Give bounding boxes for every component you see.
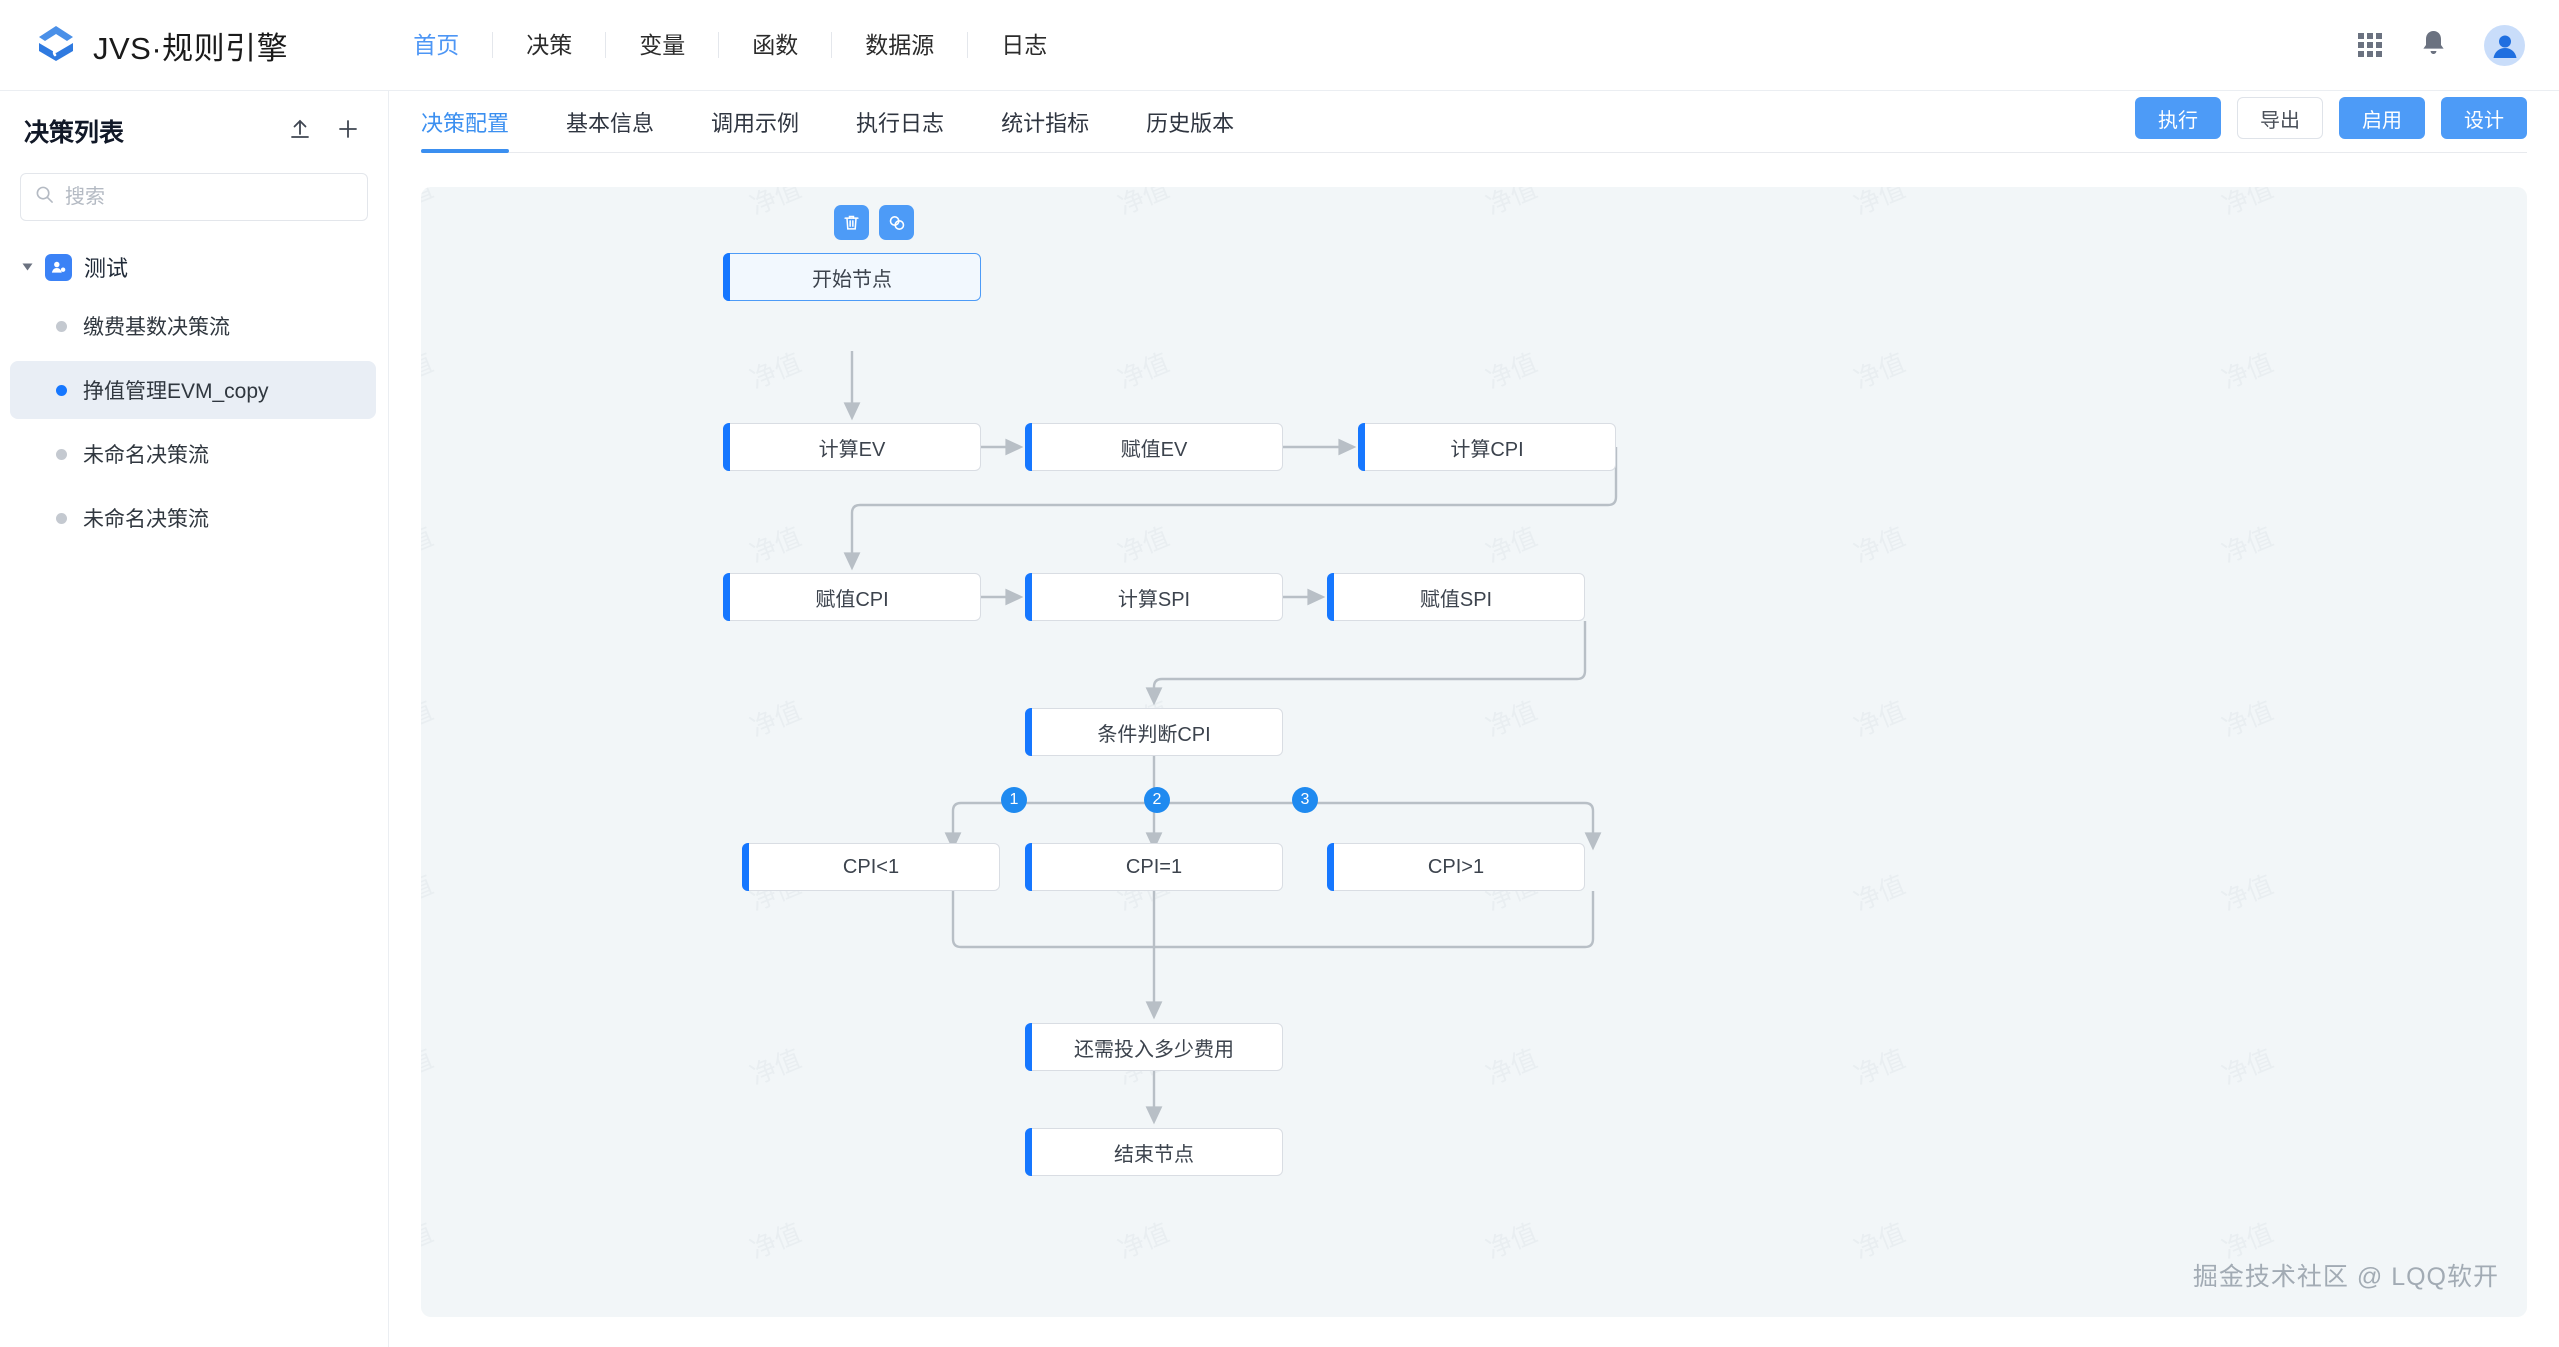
flow-node-end[interactable]: 结束节点 xyxy=(1025,1128,1283,1176)
flow-node-cost[interactable]: 还需投入多少费用 xyxy=(1025,1023,1283,1071)
flow-node-label: 开始节点 xyxy=(812,268,892,291)
node-toolbar xyxy=(834,205,914,240)
branch-badge-2[interactable]: 2 xyxy=(1144,787,1170,813)
header-actions xyxy=(2358,0,2525,91)
list-item[interactable]: 缴费基数决策流 xyxy=(10,297,376,355)
nav-divider xyxy=(831,32,833,58)
list-item-label: 缴费基数决策流 xyxy=(83,316,230,339)
status-dot-icon xyxy=(56,320,67,332)
list-item-label: 未命名决策流 xyxy=(83,508,209,531)
enable-button[interactable]: 启用 xyxy=(2339,97,2425,139)
flow-node-calc_ev[interactable]: 计算EV xyxy=(723,423,981,471)
flow-node-set_cpi[interactable]: 赋值CPI xyxy=(723,573,981,621)
nav-item-log[interactable]: 日志 xyxy=(1001,32,1048,58)
nav-item-decision[interactable]: 决策 xyxy=(526,32,573,58)
sidebar-title: 决策列表 xyxy=(24,119,125,147)
list-item-label: 未命名决策流 xyxy=(83,444,209,467)
nav-item-function[interactable]: 函数 xyxy=(752,32,799,58)
sidebar-header: 决策列表 xyxy=(0,91,388,159)
flow-node-set_spi[interactable]: 赋值SPI xyxy=(1327,573,1585,621)
flow-nodes: 开始节点计算EV 赋值EV 计算CPI 赋值CPI 计算SPI 赋值SPI 条件判断CPI C… xyxy=(421,187,2527,1317)
main-nav: 首页 决策 变量 函数 数据源 日志 xyxy=(380,23,1080,67)
tab-decision-config[interactable]: 决策配置 xyxy=(421,106,510,153)
nav-item-datasource[interactable]: 数据源 xyxy=(865,32,935,58)
brand: JVS·规则引擎 xyxy=(33,22,288,68)
delete-node-button[interactable] xyxy=(834,205,869,240)
flow-node-label: CPI<1 xyxy=(842,855,900,878)
search-icon xyxy=(35,185,54,209)
tab-call-example[interactable]: 调用示例 xyxy=(711,111,800,136)
flow-node-label: CPI>1 xyxy=(1427,855,1485,878)
tree-group-label: 测试 xyxy=(84,256,129,281)
app-header: JVS·规则引擎 首页 决策 变量 函数 数据源 日志 xyxy=(0,0,2559,91)
flow-node-label: CPI=1 xyxy=(1125,855,1183,878)
flow-node-cpi_lt[interactable]: CPI<1 xyxy=(742,843,1000,891)
nav-divider xyxy=(492,32,494,58)
flow-node-cpi_eq[interactable]: CPI=1 xyxy=(1025,843,1283,891)
flow-node-label: 还需投入多少费用 xyxy=(1074,1038,1234,1061)
bell-icon[interactable] xyxy=(2420,29,2447,63)
tabbar: 决策配置 基本信息 调用示例 执行日志 统计指标 历史版本 执行 导出 启用 设… xyxy=(421,91,2527,153)
flow-node-label: 计算CPI xyxy=(1450,438,1524,461)
page-watermark: 掘金技术社区 @ LQQ软开 xyxy=(2192,1263,2499,1291)
list-item[interactable]: 未命名决策流 xyxy=(10,425,376,483)
flow-node-cond_cpi[interactable]: 条件判断CPI xyxy=(1025,708,1283,756)
flow-node-label: 赋值EV xyxy=(1120,438,1188,461)
execute-button[interactable]: 执行 xyxy=(2135,97,2221,139)
flow-node-label: 计算EV xyxy=(818,438,886,461)
brand-title: JVS·规则引擎 xyxy=(93,30,289,66)
flow-node-label: 赋值SPI xyxy=(1419,588,1493,611)
tab-history-version[interactable]: 历史版本 xyxy=(1146,111,1235,136)
list-item[interactable]: 挣值管理EVM_copy xyxy=(10,361,376,419)
status-dot-icon xyxy=(56,384,67,396)
flow-node-start[interactable]: 开始节点 xyxy=(723,253,981,301)
decision-tree: 测试 缴费基数决策流 挣值管理EVM_copy 未命名决策流 未命名决策流 xyxy=(0,243,388,547)
search-box[interactable] xyxy=(20,173,368,221)
flow-canvas[interactable]: 净值净值净值净值净值净值净值净值净值净值净值净值净值净值净值净值净值净值净值净值… xyxy=(421,187,2527,1317)
tab-actions: 执行 导出 启用 设计 xyxy=(2135,97,2527,139)
search-input[interactable] xyxy=(65,185,353,209)
status-dot-icon xyxy=(56,448,67,460)
flow-node-set_ev[interactable]: 赋值EV xyxy=(1025,423,1283,471)
sidebar-actions xyxy=(288,117,360,146)
nav-item-home[interactable]: 首页 xyxy=(413,32,460,58)
flow-node-label: 条件判断CPI xyxy=(1097,723,1211,746)
nav-item-variable[interactable]: 变量 xyxy=(639,32,686,58)
copy-node-button[interactable] xyxy=(879,205,914,240)
branch-badge-1[interactable]: 1 xyxy=(1001,787,1027,813)
nav-divider xyxy=(605,32,607,58)
design-button[interactable]: 设计 xyxy=(2441,97,2527,139)
upload-icon[interactable] xyxy=(288,117,312,146)
grid-icon[interactable] xyxy=(2358,33,2383,58)
tab-basic-info[interactable]: 基本信息 xyxy=(566,111,655,136)
flow-node-label: 赋值CPI xyxy=(815,588,889,611)
plus-icon[interactable] xyxy=(336,117,360,146)
team-icon xyxy=(45,253,72,281)
decision-list-sidebar: 决策列表 xyxy=(0,91,389,1347)
list-item-label: 挣值管理EVM_copy xyxy=(83,380,269,403)
nav-divider xyxy=(718,32,720,58)
flow-node-label: 计算SPI xyxy=(1117,588,1191,611)
nav-divider xyxy=(967,32,969,58)
export-button[interactable]: 导出 xyxy=(2237,97,2323,139)
tab-statistics[interactable]: 统计指标 xyxy=(1001,111,1090,136)
tree-group-test[interactable]: 测试 xyxy=(0,243,388,291)
flow-node-calc_cpi[interactable]: 计算CPI xyxy=(1358,423,1616,471)
list-item[interactable]: 未命名决策流 xyxy=(10,489,376,547)
jvs-logo-icon xyxy=(33,22,79,68)
content-area: 决策配置 基本信息 调用示例 执行日志 统计指标 历史版本 执行 导出 启用 设… xyxy=(389,91,2559,1347)
chevron-down-icon[interactable] xyxy=(22,263,33,271)
avatar[interactable] xyxy=(2484,25,2525,66)
tab-exec-log[interactable]: 执行日志 xyxy=(856,111,945,136)
flow-node-label: 结束节点 xyxy=(1114,1143,1194,1166)
flow-node-calc_spi[interactable]: 计算SPI xyxy=(1025,573,1283,621)
status-dot-icon xyxy=(56,512,67,524)
flow-node-cpi_gt[interactable]: CPI>1 xyxy=(1327,843,1585,891)
branch-badge-3[interactable]: 3 xyxy=(1292,787,1318,813)
